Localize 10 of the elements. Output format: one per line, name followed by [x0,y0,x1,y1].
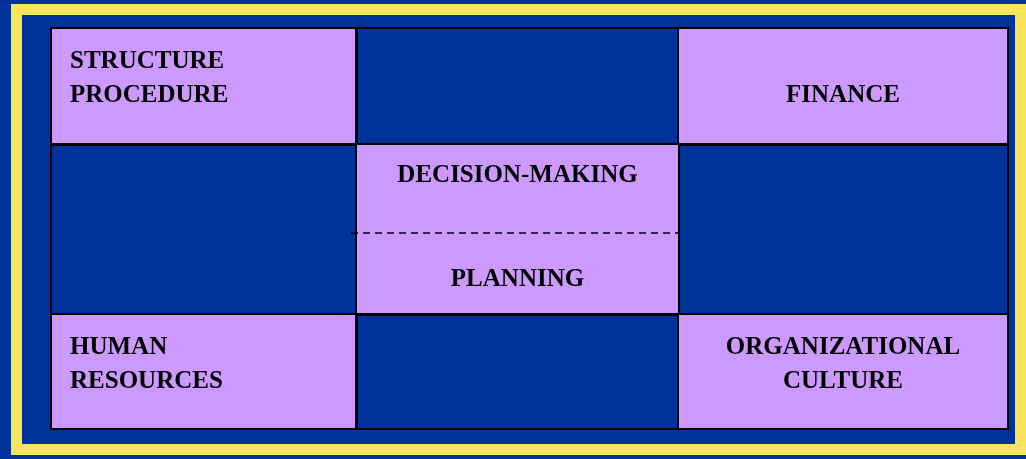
topic-label: STRUCTURE PROCEDURE [70,45,230,109]
topic-label: HUMAN RESOURCES [70,331,224,395]
topic-box [50,27,357,145]
topic-box [677,313,1009,430]
topic-label: DECISION-MAKING [396,159,639,189]
topic-label: PLANNING [449,263,586,293]
topic-label: FINANCE [785,79,901,109]
topic-box [677,27,1009,145]
topic-box [50,313,357,430]
topic-label: ORGANIZATIONAL CULTURE [724,331,962,395]
